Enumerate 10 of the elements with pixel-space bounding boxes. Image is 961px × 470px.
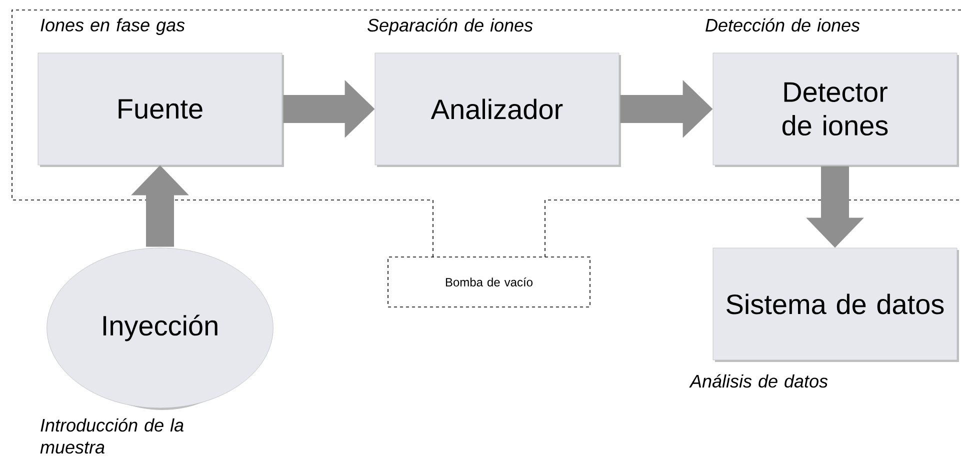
caption-text: Análisis de datos <box>689 374 828 388</box>
process-box: Sistema de datos <box>712 248 959 362</box>
process-box: Detector de iones <box>712 52 959 167</box>
caption-text: Separación de iones <box>368 18 533 36</box>
pump-box: Bomba de vacío <box>388 256 590 308</box>
caption-text: Introducción de la muestra <box>40 418 184 454</box>
caption-text: Detección de iones <box>706 18 860 32</box>
process-box: Fuente <box>38 52 284 167</box>
process-box: Analizador <box>374 52 621 167</box>
caption-text: Iones en fase gas <box>40 18 185 35</box>
